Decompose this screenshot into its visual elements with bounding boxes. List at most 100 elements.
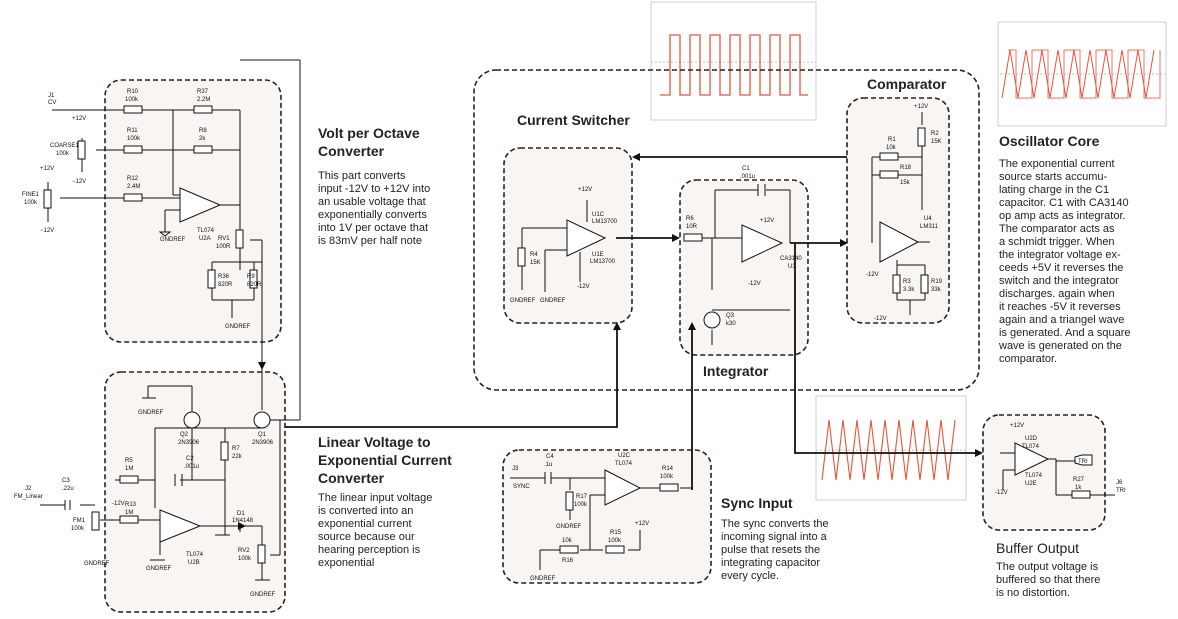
buffer-text-3: is no distortion.: [996, 587, 1070, 599]
r10-value: 100k: [125, 97, 139, 103]
osc-text-13: again and a triangel wave: [999, 314, 1124, 326]
u1e-label: U1E: [592, 252, 604, 258]
int-minus12: -12V: [748, 281, 761, 287]
r10-label: R10: [127, 89, 139, 95]
u2b-label: U2B: [188, 560, 200, 566]
u2a-label: U2A: [199, 236, 211, 242]
fmlin-label: FM_Linear: [14, 494, 43, 500]
buffer-text-1: The output voltage is: [996, 561, 1099, 573]
r12-label: R12: [127, 176, 139, 182]
j2-label: J2: [25, 486, 32, 492]
linexp-title-line1: Linear Voltage to: [318, 434, 431, 450]
sync-text-2: incoming signal into a: [721, 531, 828, 543]
tri-to-buffer-wire: [794, 243, 980, 454]
osc-text-15: wave is generated on the: [998, 340, 1122, 352]
sw-minus12: -12V: [577, 284, 590, 290]
square-wave-scope: [650, 1, 817, 121]
sw-gnd-a: GNDREF: [510, 298, 536, 304]
u2d-label: U2D: [1025, 436, 1038, 442]
vpo-minus12-a: −12V: [72, 179, 86, 185]
osc-text-9: ceeds +5V it reverses the: [999, 262, 1123, 274]
tri-flag: TRI: [1078, 459, 1088, 465]
int-plus12: +12V: [760, 218, 774, 224]
lin-exp-schematic: GNDREF Q2 2N3906 Q1 2N3906 R7 22k R5 1M …: [14, 59, 301, 598]
fm1-label: FM1: [73, 518, 86, 524]
r12-value: 2.4M: [127, 184, 140, 190]
q2-label: Q2: [180, 432, 189, 438]
vpo-minus12-b: −12V: [40, 228, 54, 234]
r7-value: 22k: [232, 454, 243, 460]
linexp-text-2: is converted into an: [318, 505, 413, 517]
sync-text-4: integrating capacitor: [721, 557, 820, 569]
rv2-value: 100k: [238, 556, 252, 562]
c3-value: .22u: [62, 486, 74, 492]
sync-text-3: pulse that resets the: [721, 544, 820, 556]
oscillator-core-title: Oscillator Core: [999, 133, 1100, 149]
core-triangle-scope: [997, 21, 1167, 127]
q3-value: k30: [726, 321, 736, 327]
buffer-description: Buffer Output The output voltage is buff…: [996, 540, 1100, 599]
vpo-text-5: into 1V per octave that: [318, 222, 428, 234]
d1-part: 1N4148: [232, 518, 254, 524]
u1c-label: U1C: [592, 212, 605, 218]
osc-text-14: is generated. And a square: [999, 327, 1130, 339]
u3-label: U3: [788, 264, 796, 270]
r36-label: R36: [218, 274, 230, 280]
r16-label: R16: [562, 558, 574, 564]
rv1-value: 100R: [216, 244, 231, 250]
comparator-box: [846, 97, 950, 324]
r1-label: R1: [888, 137, 896, 143]
r5-value: 1M: [125, 466, 133, 472]
cv-label: CV: [48, 100, 56, 106]
vpo-plus12-a: +12V: [72, 116, 86, 122]
r7-label: R7: [232, 446, 240, 452]
vpo-gnd-a: GNDREF: [160, 237, 186, 243]
u1e-part: LM13700: [590, 259, 616, 265]
c1-value: .001u: [740, 174, 755, 180]
buffer-text-2: buffered so that there: [996, 574, 1100, 586]
r8-value: 2k: [199, 136, 206, 142]
lin-exp-box: [104, 371, 286, 613]
vpo-text-3: an usable voltage that: [318, 196, 426, 208]
r27-label: R27: [1073, 477, 1085, 483]
u2b-part: TL074: [186, 552, 204, 558]
r3-value: 3.3k: [903, 287, 915, 293]
fine1-value: 100k: [24, 200, 38, 206]
linexp-text-6: exponential: [318, 557, 374, 569]
linexp-title-line2: Exponential Current: [318, 452, 452, 468]
u1c-part: LM13700: [592, 219, 618, 225]
r5-label: R5: [125, 458, 133, 464]
osc-text-6: The comparator acts as: [999, 223, 1115, 235]
c4-label: C4: [546, 454, 554, 460]
r14-value: 100k: [660, 474, 674, 480]
vpo-description: Volt per Octave Converter This part conv…: [318, 125, 430, 247]
r18-label: R18: [900, 165, 912, 171]
r2-label: R2: [931, 131, 939, 137]
sync-text-1: The sync converts the: [721, 518, 829, 530]
lin-gnd-b: GNDREF: [84, 561, 110, 567]
buffer-title: Buffer Output: [996, 540, 1079, 556]
linexp-text-4: source because our: [318, 531, 415, 543]
j3-label: J3: [512, 466, 519, 472]
current-switcher-title: Current Switcher: [517, 112, 630, 128]
u2d-part: TL074: [1022, 444, 1040, 450]
comparator-title: Comparator: [867, 76, 947, 92]
u2c-label: U2C: [618, 453, 631, 459]
oscillator-core-box: [473, 69, 980, 391]
sync-schematic: J3 SYNC C4 .1u U2C TL074 R14 100k R17 10…: [510, 453, 692, 582]
r8-label: R8: [199, 128, 207, 134]
u2e-part: TL074: [1025, 473, 1043, 479]
r6-label: R6: [686, 216, 694, 222]
buf-plus12: +12V: [1010, 423, 1024, 429]
lin-gnd-d: GNDREF: [250, 592, 276, 598]
r9-label: R9: [247, 274, 255, 280]
r6-value: 10R: [686, 224, 698, 230]
rv2-label: RV2: [238, 548, 250, 554]
r1-value: 10k: [886, 145, 897, 151]
sync-gnd-a: GNDREF: [556, 524, 582, 530]
sync-gnd-b: GNDREF: [530, 576, 556, 582]
integrator-schematic: C1 .001u R6 10R +12V -12V CA3140 U3 Q3 k…: [683, 166, 802, 345]
vpo-schematic: J1 CV R10 100k R37 2.2M +12V COARSE1 100…: [22, 89, 266, 410]
vpo-title-line1: Volt per Octave: [318, 125, 420, 141]
